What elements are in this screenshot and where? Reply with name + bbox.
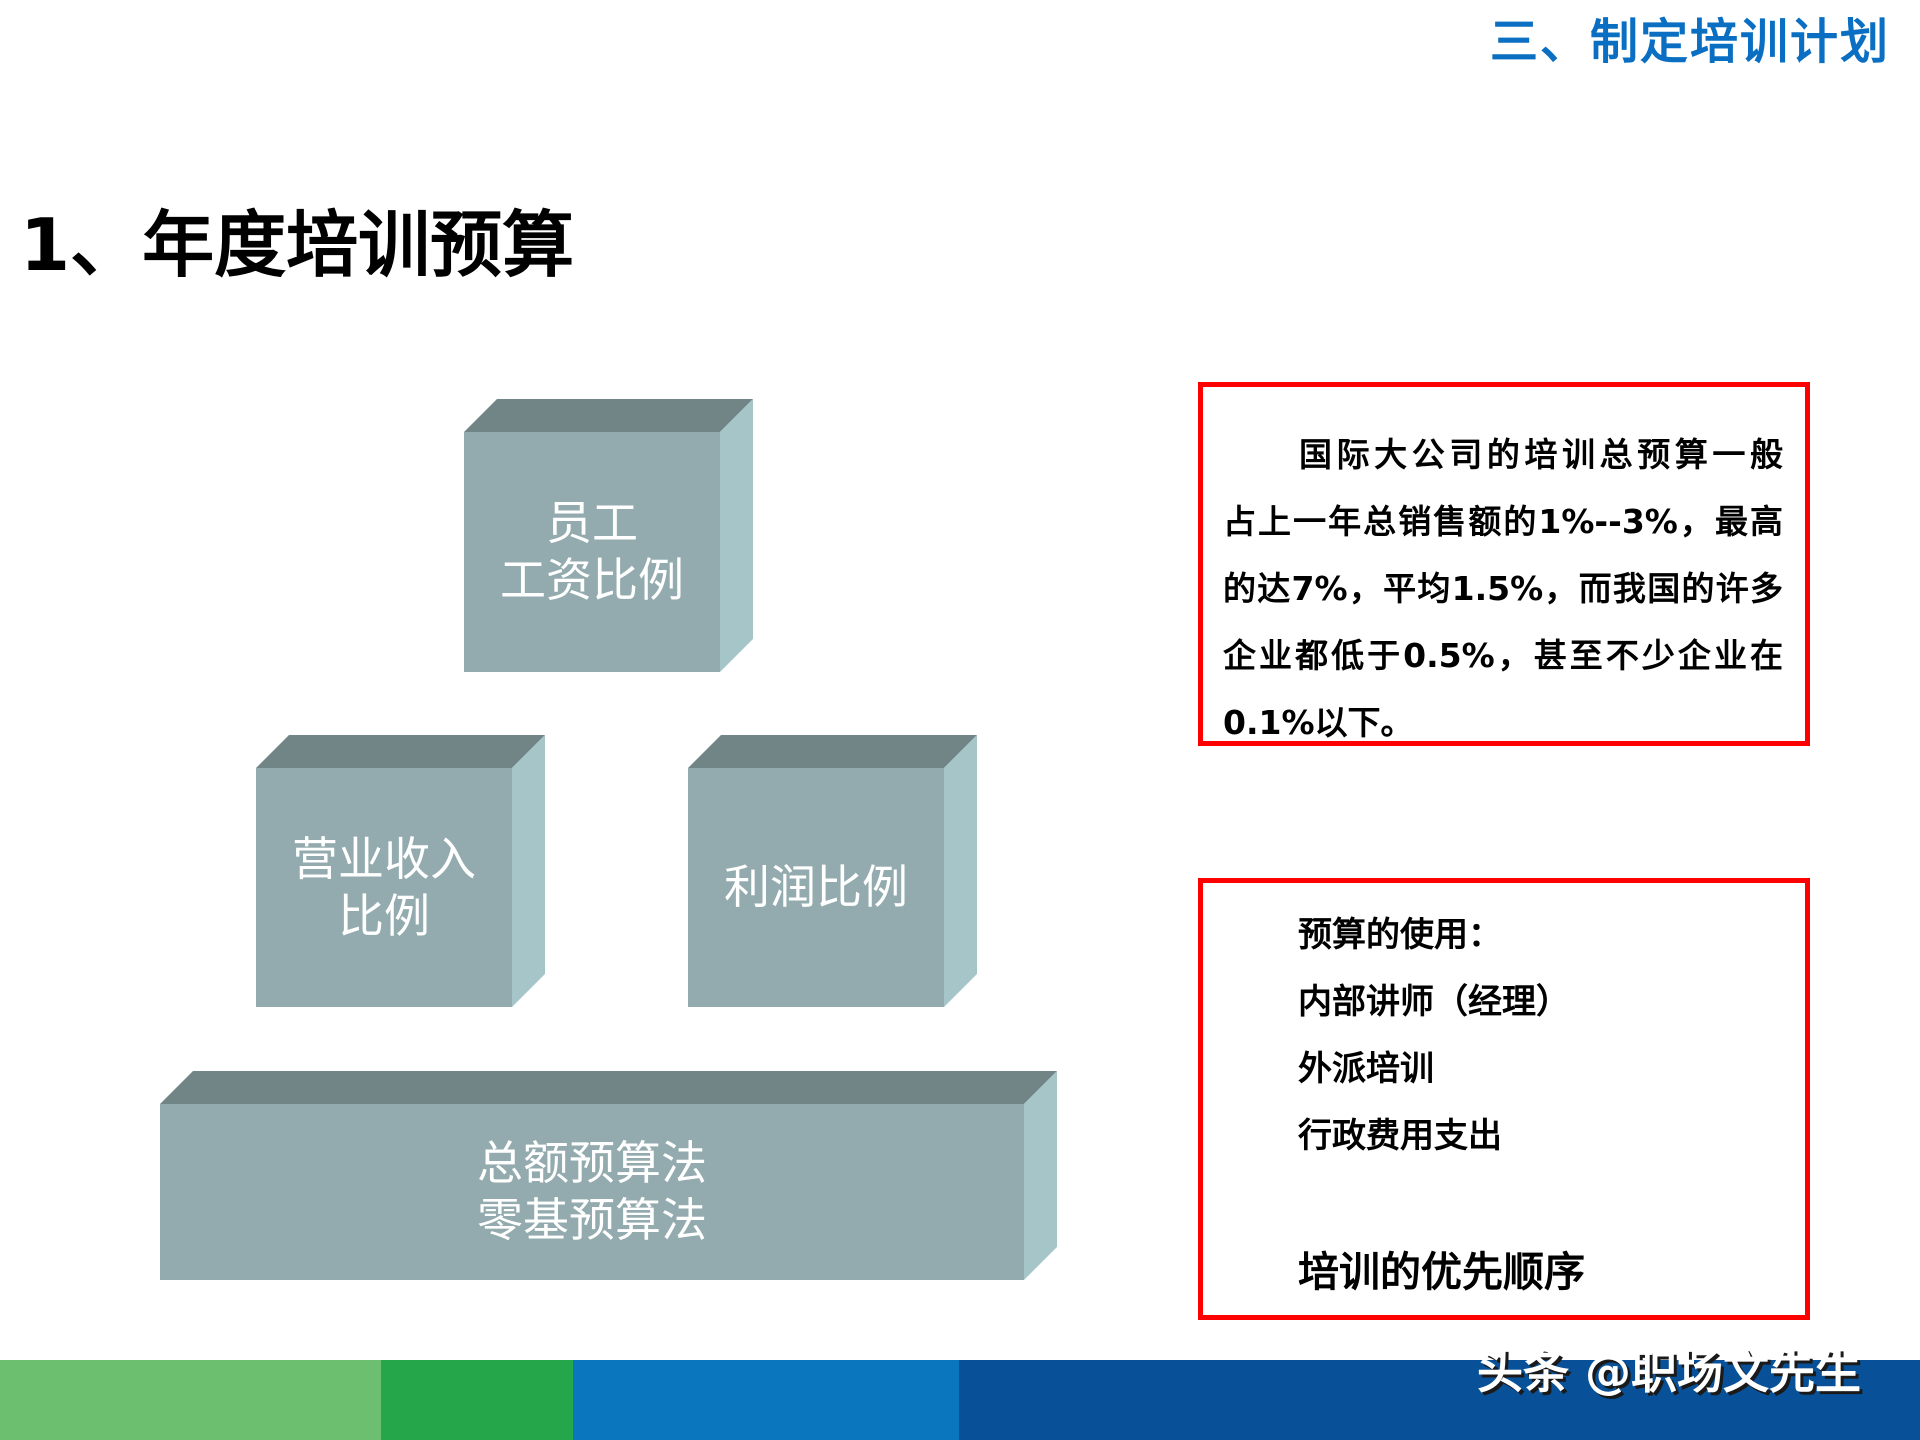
section-title: 三、制定培训计划 — [1489, 14, 1890, 70]
block-3d-shape — [688, 735, 977, 1007]
block-staff-wage: 员工 工资比例 — [464, 399, 754, 672]
budget-usage-note: 预算的使用： 内部讲师（经理） 外派培训 行政费用支出 培训的优先顺序 — [1198, 878, 1810, 1320]
paragraph-line: 国际大公司的培训总预算一般 — [1299, 435, 1783, 474]
paragraph-line: 占上一年总销售额的1%--3%，最高 — [1223, 502, 1783, 541]
block-label-line: 员工 — [546, 496, 638, 550]
block-label-line: 营业收入 — [292, 831, 476, 886]
block-label: 员工 工资比例 — [464, 432, 720, 672]
block-label: 总额预算法 零基预算法 — [160, 1104, 1024, 1280]
paragraph-line: 0.1%以下。 — [1223, 703, 1414, 742]
usage-item: 外派培训 — [1298, 1049, 1434, 1089]
block-label-line: 利润比例 — [724, 860, 908, 914]
block-3d-shape — [464, 399, 753, 672]
budget-benchmark-note: 国际大公司的培训总预算一般 占上一年总销售额的1%--3%，最高 的达7%，平均… — [1198, 382, 1810, 746]
block-label: 利润比例 — [688, 768, 944, 1007]
footer-segment-dark-blue — [959, 1360, 1920, 1440]
usage-item: 行政费用支出 — [1298, 1116, 1502, 1156]
block-label-line: 工资比例 — [500, 553, 684, 607]
paragraph-line: 的达7%，平均1.5%，而我国的许多 — [1223, 569, 1783, 608]
footer-segment-blue — [573, 1360, 959, 1440]
footer-segment-light-green — [0, 1360, 381, 1440]
paragraph-line: 企业都低于0.5%，甚至不少企业在 — [1223, 636, 1783, 675]
footer-segment-green — [381, 1360, 573, 1440]
block-profit: 利润比例 — [688, 735, 978, 1007]
priority-title: 培训的优先顺序 — [1298, 1248, 1585, 1296]
block-label-line: 总额预算法 — [477, 1136, 707, 1190]
block-label-line: 零基预算法 — [477, 1193, 707, 1247]
block-3d-shape — [160, 1071, 1057, 1280]
usage-title: 预算的使用： — [1298, 915, 1502, 955]
block-label-line: 比例 — [338, 888, 430, 943]
block-base: 总额预算法 零基预算法 — [160, 1071, 1058, 1280]
block-revenue: 营业收入 比例 — [256, 735, 546, 1007]
benchmark-paragraph: 国际大公司的培训总预算一般 占上一年总销售额的1%--3%，最高 的达7%，平均… — [1223, 421, 1783, 756]
page-heading: 1、年度培训预算 — [20, 203, 575, 287]
footer-color-bar — [0, 1360, 1920, 1440]
block-label: 营业收入 比例 — [256, 768, 512, 1007]
watermark: 头条 @职场文先生 — [1477, 1345, 1862, 1399]
block-3d-shape — [256, 735, 545, 1007]
usage-item: 内部讲师（经理） — [1298, 982, 1570, 1022]
